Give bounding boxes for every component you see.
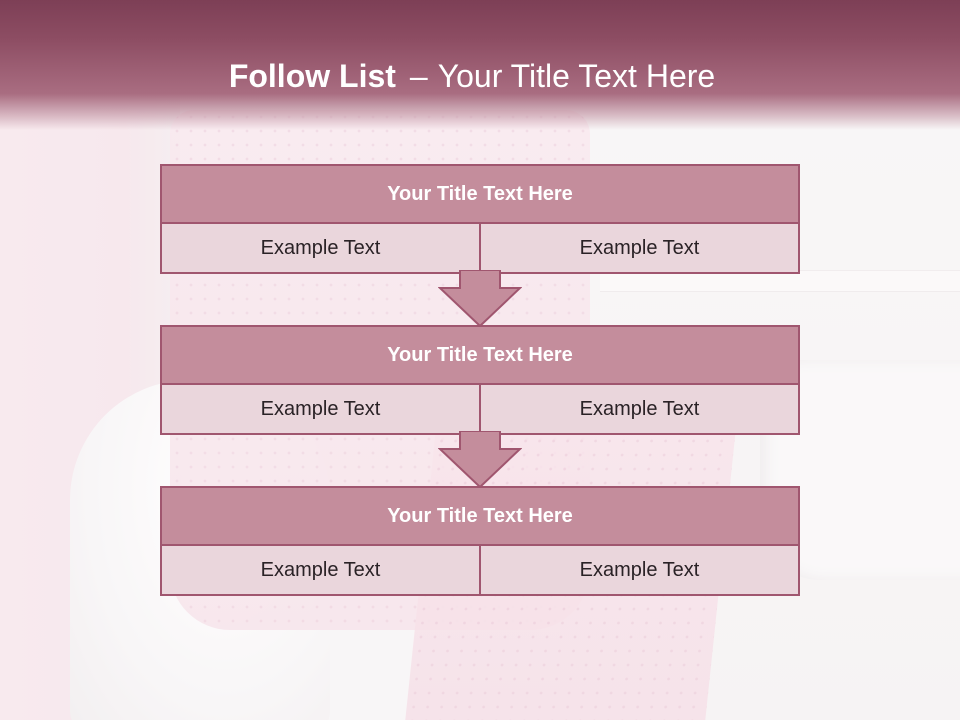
down-arrow-icon xyxy=(438,431,522,489)
block-row: Example Text Example Text xyxy=(162,546,798,594)
follow-block-2: Your Title Text Here Example Text Exampl… xyxy=(160,325,800,435)
block-cell-left: Example Text xyxy=(162,224,479,272)
block-row: Example Text Example Text xyxy=(162,385,798,433)
block-title: Your Title Text Here xyxy=(162,327,798,385)
title-banner xyxy=(0,0,960,130)
block-title: Your Title Text Here xyxy=(162,488,798,546)
slide-title-bold: Follow List xyxy=(228,58,396,94)
block-cell-left: Example Text xyxy=(162,546,479,594)
block-cell-right: Example Text xyxy=(479,385,798,433)
block-cell-right: Example Text xyxy=(479,224,798,272)
slide-title-separator: – xyxy=(409,58,428,94)
block-title: Your Title Text Here xyxy=(162,166,798,224)
block-cell-left: Example Text xyxy=(162,385,479,433)
down-arrow-icon xyxy=(438,270,522,328)
block-row: Example Text Example Text xyxy=(162,224,798,272)
slide-title: Follow List–Your Title Text Here xyxy=(0,56,944,96)
follow-block-3: Your Title Text Here Example Text Exampl… xyxy=(160,486,800,596)
slide-title-rest: Your Title Text Here xyxy=(437,58,716,94)
follow-block-1: Your Title Text Here Example Text Exampl… xyxy=(160,164,800,274)
block-cell-right: Example Text xyxy=(479,546,798,594)
